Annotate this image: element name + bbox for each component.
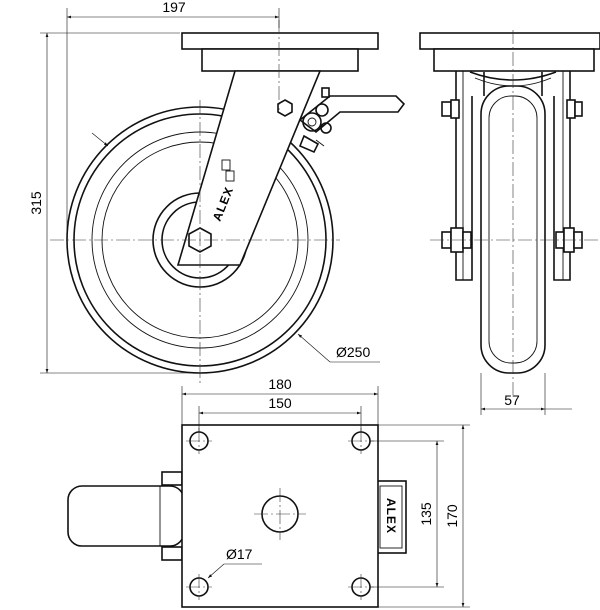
dim-height: 315 xyxy=(28,32,200,374)
dim-offset: 197 xyxy=(66,0,280,232)
top-wheel xyxy=(67,485,185,547)
top-view: ALEX 180 xyxy=(67,376,470,608)
side-top-bearing xyxy=(201,48,359,72)
side-fork-stamp xyxy=(221,159,235,182)
svg-text:197: 197 xyxy=(162,0,186,15)
dim-wheel-diameter: Ø250 xyxy=(297,333,380,363)
side-fork-leg xyxy=(176,70,322,266)
side-top-plate xyxy=(181,32,379,50)
svg-text:Ø17: Ø17 xyxy=(226,546,253,562)
dim-hole-diameter: Ø17 xyxy=(207,546,262,579)
side-view: ALEX 197 xyxy=(28,0,406,385)
dim-wheel-width: 57 xyxy=(480,373,572,415)
front-top-plate xyxy=(419,32,600,50)
dim-plate-length: 180 xyxy=(181,376,379,425)
top-brake-housing xyxy=(375,480,407,554)
front-fork-left xyxy=(455,71,473,281)
front-top-bearing xyxy=(433,48,595,72)
svg-text:315: 315 xyxy=(28,191,44,215)
dim-hole-spacing-width: 135 xyxy=(370,440,444,588)
front-bolt-upper xyxy=(441,99,583,119)
dim-plate-width: 170 xyxy=(378,424,470,608)
brand-marking: ALEX xyxy=(384,498,398,534)
svg-text:57: 57 xyxy=(504,392,520,408)
front-fork-right xyxy=(553,71,571,281)
side-brake-assembly xyxy=(298,87,406,154)
svg-text:135: 135 xyxy=(418,502,434,526)
svg-text:Ø250: Ø250 xyxy=(336,344,370,360)
svg-text:150: 150 xyxy=(268,395,292,411)
dim-hole-spacing-length: 150 xyxy=(198,395,362,432)
side-hex-nut-top xyxy=(277,99,293,117)
svg-text:170: 170 xyxy=(444,504,460,528)
tyre-leader xyxy=(91,132,109,147)
front-view: 57 xyxy=(419,30,600,415)
svg-text:180: 180 xyxy=(268,376,292,392)
